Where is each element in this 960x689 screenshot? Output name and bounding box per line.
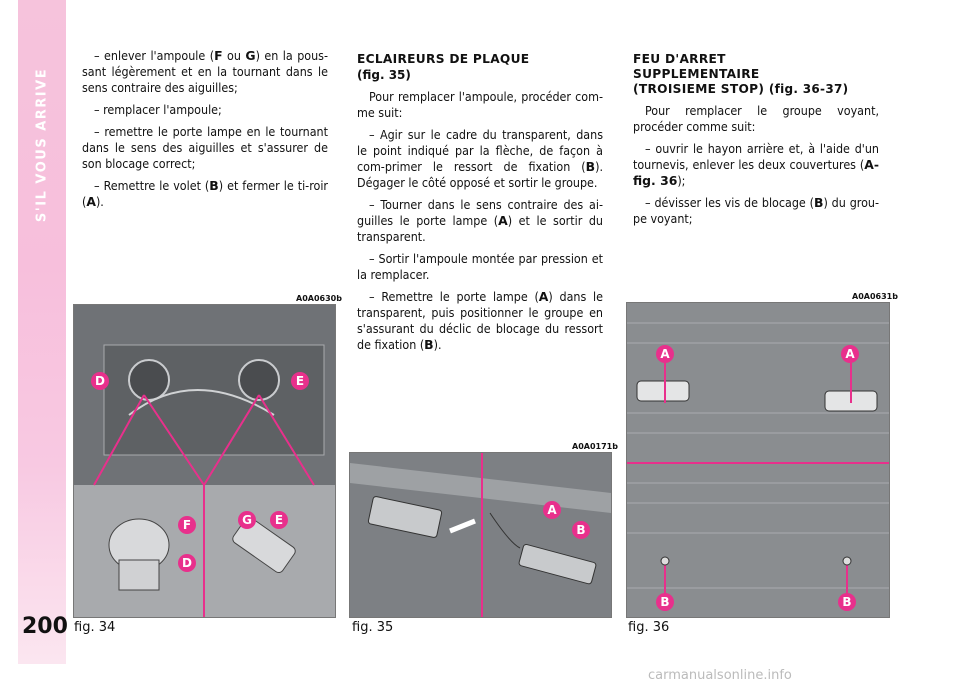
label-marker: A	[656, 345, 674, 363]
page-number: 200	[22, 614, 68, 639]
paragraph: – Agir sur le cadre du transparent, dans…	[357, 127, 603, 190]
watermark: carmanualsonline.info	[648, 668, 792, 683]
paragraph: – dévisser les vis de blocage (B) du gro…	[633, 195, 880, 226]
figure-code: A0A0630b	[296, 294, 342, 303]
paragraph: Pour remplacer le groupe voyant, procéde…	[633, 103, 879, 134]
label-marker: D	[91, 372, 109, 390]
figure-caption: fig. 35	[352, 620, 394, 635]
column-2: ECLAIREURS DE PLAQUE (fig. 35) Pour remp…	[357, 52, 603, 359]
section-title: S'IL VOUS ARRIVE	[34, 67, 50, 223]
figure-35: A B	[349, 452, 612, 618]
section-heading: ECLAIREURS DE PLAQUE	[357, 52, 530, 66]
label-marker: D	[178, 554, 196, 572]
paragraph: – remplacer l'ampoule;	[94, 102, 222, 117]
label-marker: E	[291, 372, 309, 390]
section-heading: SUPPLEMENTAIRE	[633, 67, 760, 81]
figure-34: D E F G E D	[73, 304, 336, 618]
plate-light-illustration	[350, 453, 611, 617]
column-3: FEU D'ARRET SUPPLEMENTAIRE (TROISIEME ST…	[633, 52, 879, 233]
label-marker: E	[270, 511, 288, 529]
paragraph: – Sortir l'ampoule montée par pression e…	[357, 251, 603, 282]
figure-36: A A B B	[626, 302, 890, 618]
label-marker: G	[238, 511, 256, 529]
section-heading: FEU D'ARRET	[633, 52, 726, 66]
figure-code: A0A0631b	[852, 292, 898, 301]
label-marker: A	[841, 345, 859, 363]
paragraph: – Tourner dans le sens contraire des ai-…	[357, 197, 603, 244]
figure-code: A0A0171b	[572, 442, 618, 451]
paragraph: – enlever l'ampoule (F ou G) en la pous-…	[82, 48, 329, 95]
label-marker: B	[656, 593, 674, 611]
sidebar-band	[18, 0, 66, 664]
figure-caption: fig. 36	[628, 620, 670, 635]
paragraph: – remettre le porte lampe en le tournant…	[82, 124, 328, 171]
paragraph: – ouvrir le hayon arrière et, à l'aide d…	[633, 141, 879, 188]
figure-reference: (fig. 35)	[357, 68, 411, 82]
paragraph: – Remettre le volet (B) et fermer le ti-…	[82, 178, 328, 209]
lamp-assembly-illustration	[74, 305, 335, 617]
label-marker: B	[572, 521, 590, 539]
paragraph: Pour remplacer l'ampoule, procéder com-m…	[357, 89, 603, 120]
paragraph: – Remettre le porte lampe (A) dans le tr…	[357, 289, 604, 352]
label-marker: A	[543, 501, 561, 519]
column-1: – enlever l'ampoule (F ou G) en la pous-…	[82, 48, 328, 216]
figure-caption: fig. 34	[74, 620, 116, 635]
label-marker: F	[178, 516, 196, 534]
label-marker: B	[838, 593, 856, 611]
section-heading: (TROISIEME STOP) (fig. 36-37)	[633, 82, 849, 96]
